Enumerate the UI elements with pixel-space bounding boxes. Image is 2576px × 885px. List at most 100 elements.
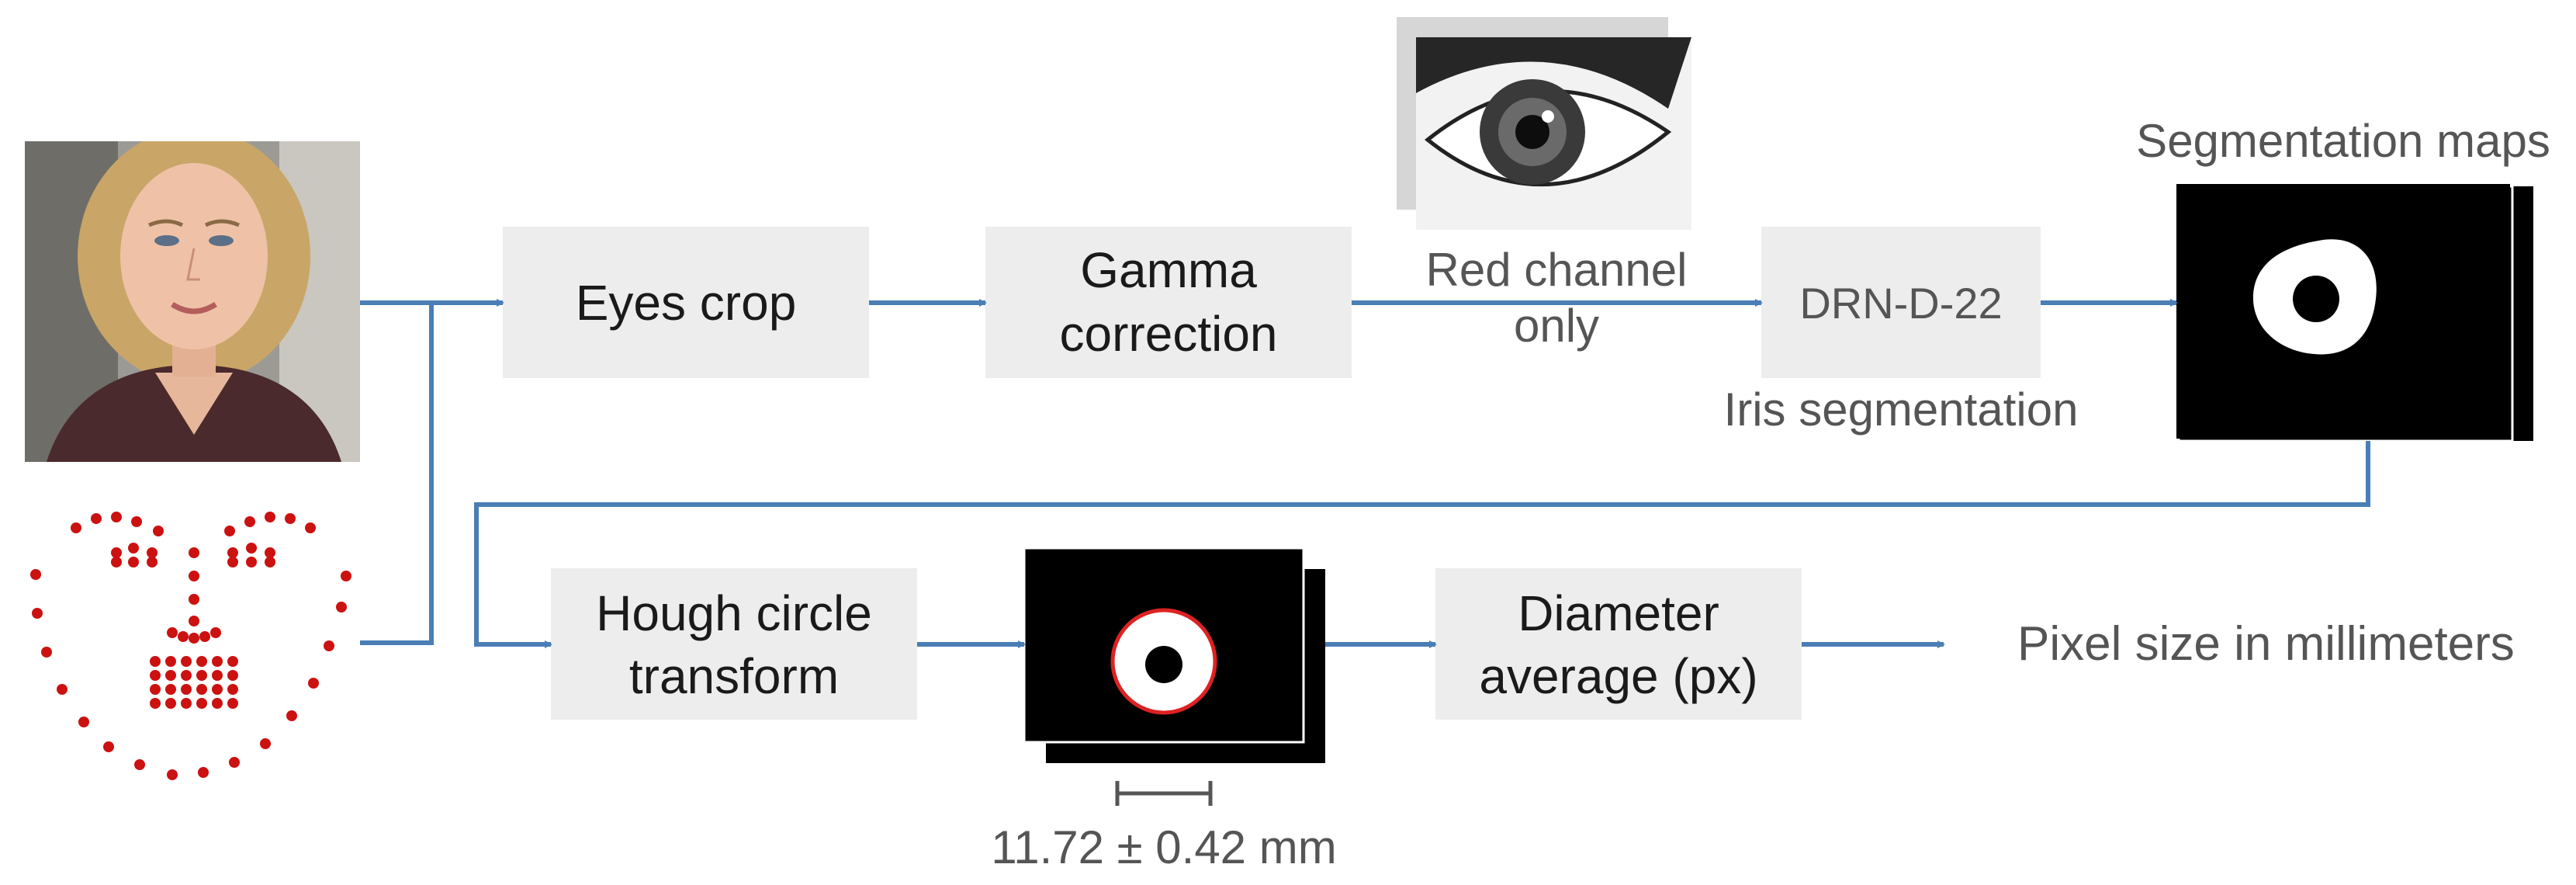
diameter-box	[1435, 568, 1802, 720]
hough-label-line1: Hough circle	[596, 585, 872, 641]
landmark-dot	[210, 627, 221, 638]
landmark-dot	[199, 631, 210, 642]
arrow-maps-to-hough	[474, 441, 2370, 648]
landmark-dot	[227, 670, 238, 681]
landmark-dot	[181, 656, 192, 667]
landmark-dot	[265, 547, 275, 558]
landmark-dot	[131, 516, 142, 527]
segmentation-map	[2176, 184, 2533, 442]
face-landmarks	[30, 512, 351, 780]
landmark-dot	[41, 647, 52, 658]
landmark-dot	[341, 571, 351, 581]
landmark-dot	[167, 627, 178, 638]
landmark-dot	[111, 547, 122, 558]
landmark-dot	[189, 594, 199, 605]
landmark-dot	[165, 656, 176, 667]
landmark-dot	[189, 571, 199, 581]
landmark-dot	[57, 684, 68, 695]
diameter-label-line2: average (px)	[1479, 648, 1757, 704]
eyes-crop-box	[503, 227, 869, 378]
scale-bar	[1115, 781, 1213, 806]
landmark-dot	[308, 678, 319, 689]
landmark-dot	[189, 633, 199, 644]
landmark-dot	[71, 522, 81, 533]
landmark-dot	[212, 670, 223, 681]
landmark-dot	[30, 569, 41, 580]
landmark-dot	[246, 557, 257, 567]
red-channel-label-line2: only	[1514, 300, 1599, 352]
landmark-dot	[227, 547, 238, 558]
landmark-dot	[196, 670, 207, 681]
landmark-dot	[32, 608, 43, 619]
landmark-dot	[78, 717, 89, 727]
drn-label: DRN-D-22	[1799, 279, 2002, 328]
landmark-dot	[260, 738, 271, 749]
landmark-dot	[212, 698, 223, 709]
landmark-dot	[265, 512, 275, 522]
landmark-dot	[167, 769, 178, 780]
landmark-dot	[336, 602, 347, 613]
eye-red-channel	[1397, 17, 1691, 230]
drn-box	[1761, 227, 2041, 378]
landmark-dot	[212, 684, 223, 695]
landmark-dot	[111, 557, 122, 567]
landmark-dot	[286, 710, 297, 721]
landmark-dot	[147, 547, 158, 558]
pixel-size-label: Pixel size in millimeters	[2017, 617, 2515, 671]
landmark-dot	[128, 543, 139, 554]
landmark-dot	[165, 670, 176, 681]
landmark-dot	[150, 656, 161, 667]
landmark-dot	[128, 557, 139, 567]
landmark-dot	[153, 526, 164, 536]
diameter-label-line1: Diameter	[1518, 585, 1719, 641]
hough-label-line2: transform	[629, 648, 839, 704]
landmark-dot	[305, 522, 316, 533]
landmark-dot	[181, 670, 192, 681]
landmark-dot	[224, 526, 235, 536]
hough-circle-map	[1023, 547, 1325, 763]
landmark-dot	[196, 684, 207, 695]
landmark-dot	[189, 547, 199, 558]
landmark-dot	[150, 698, 161, 709]
landmark-dot	[196, 656, 207, 667]
landmark-dot	[111, 512, 122, 522]
landmark-dot	[196, 698, 207, 709]
landmark-dot	[285, 513, 296, 524]
landmark-dot	[103, 741, 114, 752]
landmark-dot	[229, 757, 240, 768]
landmark-dot	[134, 759, 145, 770]
landmark-dot	[165, 698, 176, 709]
landmark-dot	[178, 631, 189, 642]
landmark-dot	[189, 616, 199, 626]
segmentation-maps-label: Segmentation maps	[2136, 115, 2550, 167]
landmark-dot	[150, 670, 161, 681]
landmark-dot	[244, 516, 255, 527]
gamma-label-line1: Gamma	[1080, 242, 1257, 298]
landmark-dot	[227, 698, 238, 709]
landmark-dot	[227, 656, 238, 667]
landmark-dot	[198, 767, 209, 778]
landmark-dot	[227, 684, 238, 695]
landmark-dot	[181, 684, 192, 695]
landmark-dot	[212, 656, 223, 667]
landmark-dot	[265, 557, 275, 567]
landmark-dot	[324, 640, 334, 651]
landmark-dot	[246, 543, 257, 554]
landmark-dot	[147, 557, 158, 567]
landmark-dot	[150, 684, 161, 695]
landmark-dot	[165, 684, 176, 695]
gamma-label-line2: correction	[1060, 306, 1278, 362]
hough-box	[551, 568, 917, 720]
landmark-dot	[181, 698, 192, 709]
measurement-label: 11.72 ± 0.42 mm	[991, 821, 1336, 873]
eyes-crop-label: Eyes crop	[576, 275, 797, 331]
arrow-landmarks-join	[360, 303, 434, 645]
face-photo	[25, 141, 360, 462]
red-channel-label-line1: Red channel	[1426, 244, 1688, 296]
landmark-dot	[227, 557, 238, 567]
landmark-dot	[91, 513, 102, 524]
iris-segmentation-label: Iris segmentation	[1724, 384, 2079, 436]
gamma-correction-box	[985, 227, 1352, 378]
